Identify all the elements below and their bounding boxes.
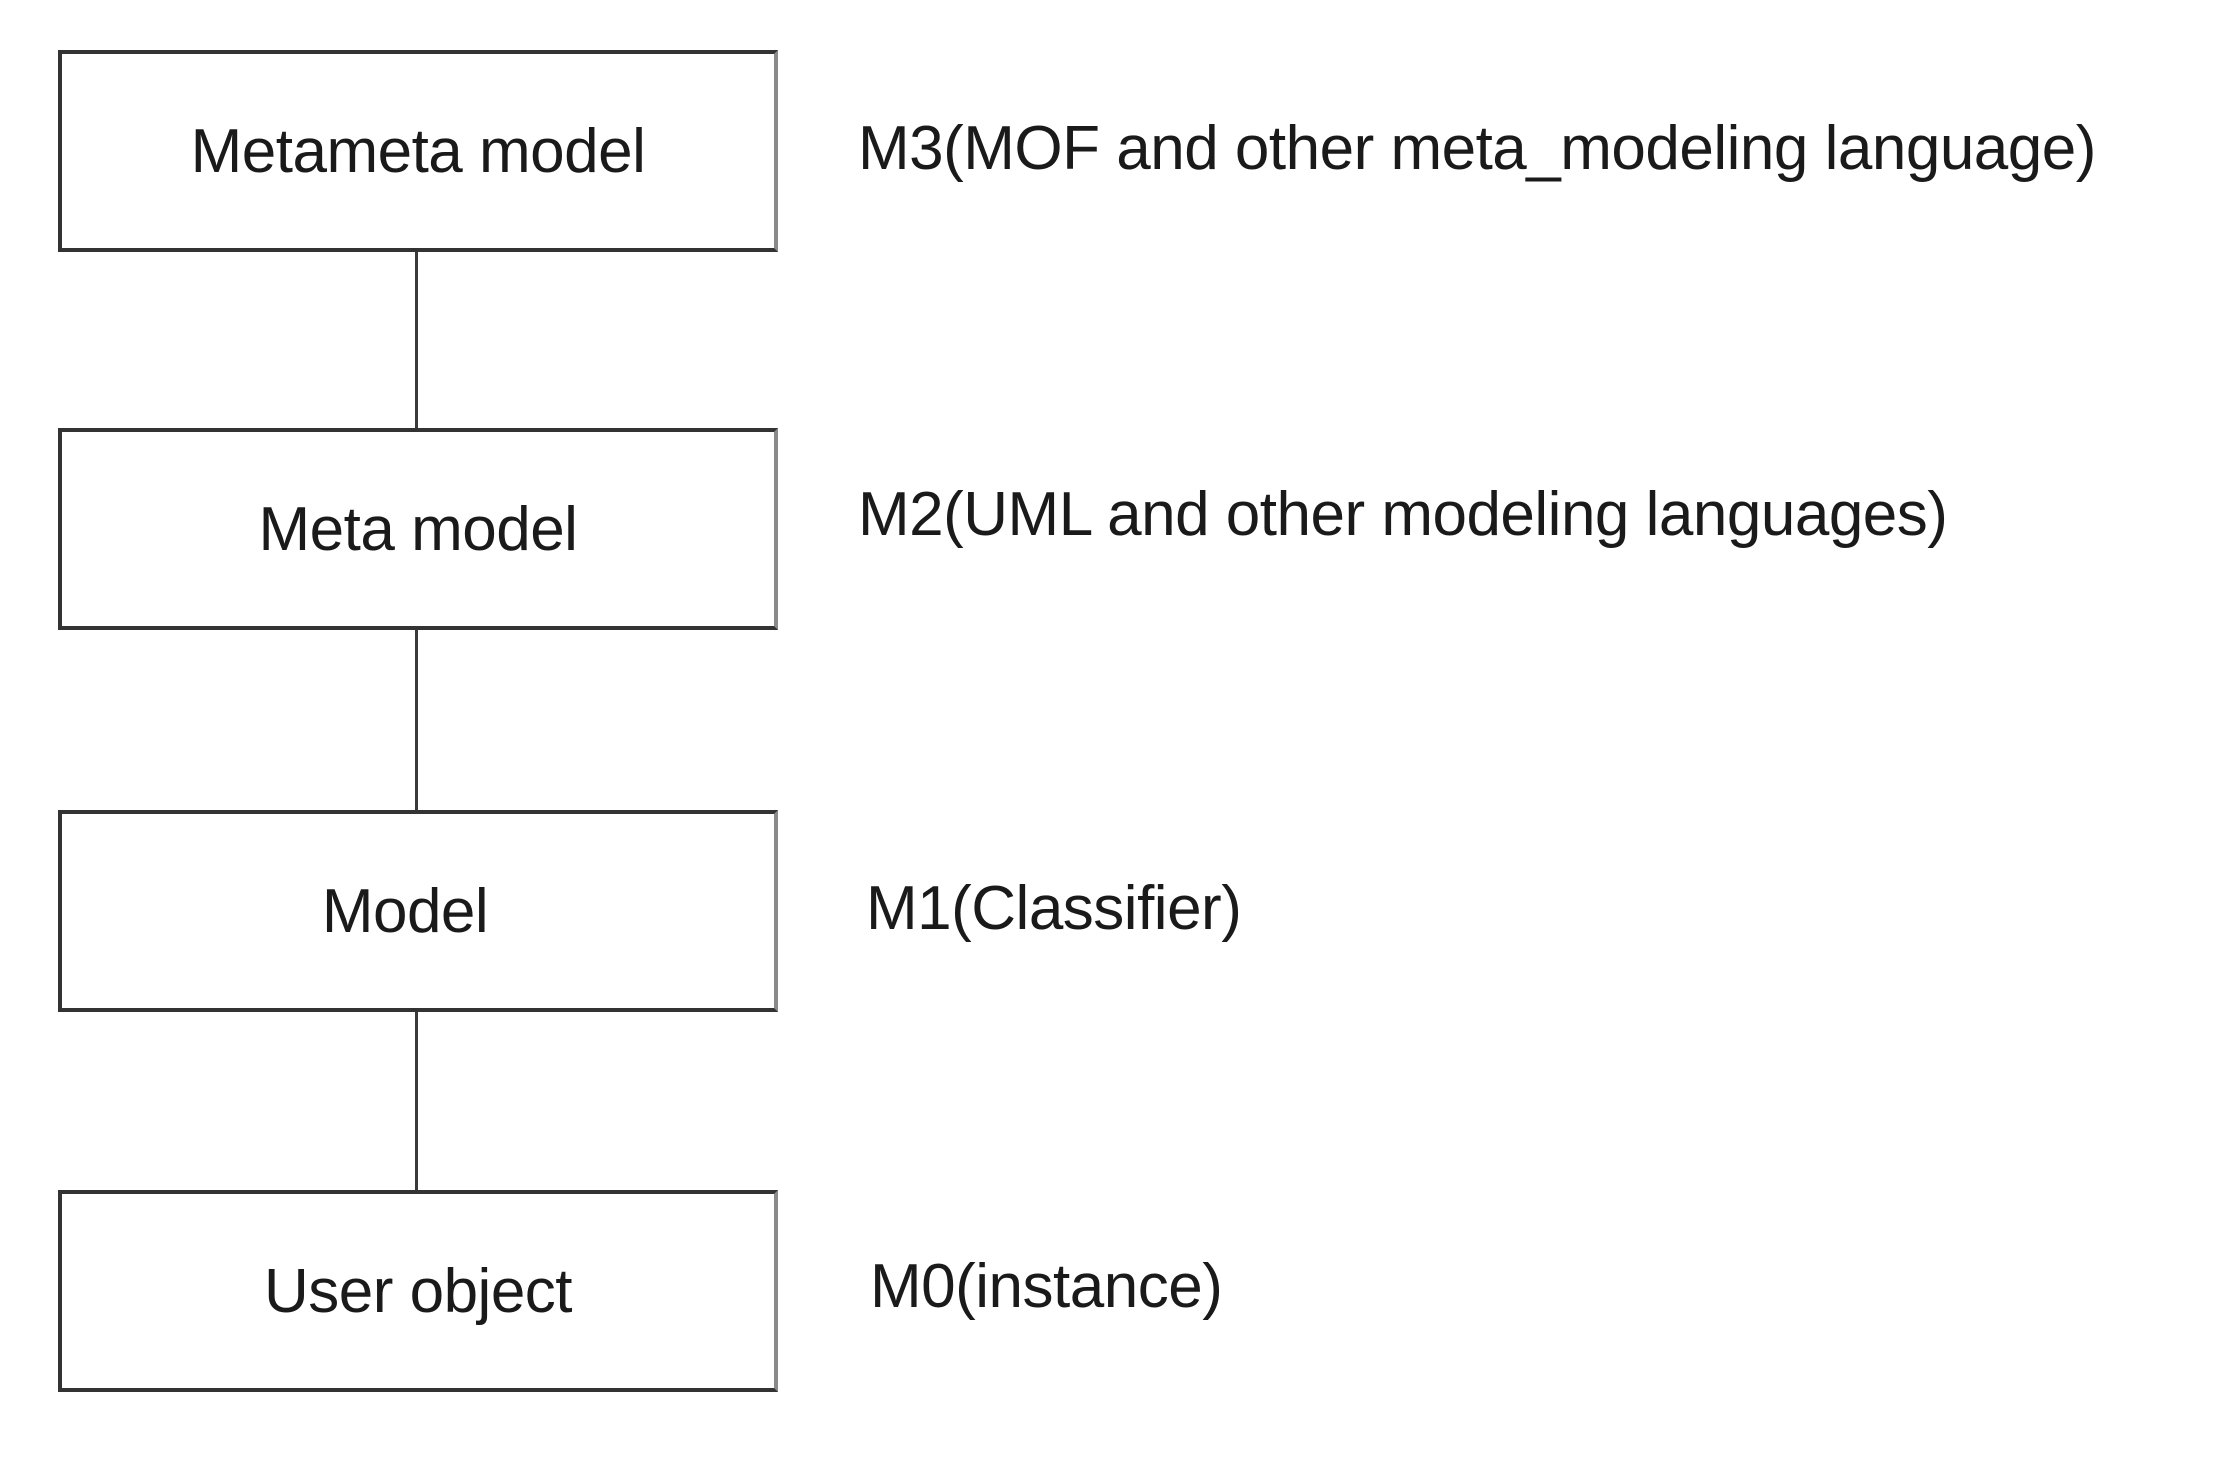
layer-box-m0: User object <box>58 1190 778 1392</box>
connector-m2-m1 <box>415 630 418 812</box>
box-label-m2: Meta model <box>258 494 578 564</box>
level-label-m3: M3(MOF and other meta_modeling language) <box>858 114 2096 183</box>
box-label-m1: Model <box>321 876 489 946</box>
level-label-m1: M1(Classifier) <box>866 874 1242 943</box>
box-label-m3: Metameta model <box>190 116 646 186</box>
layer-box-m3: Metameta model <box>58 50 778 252</box>
connector-m1-m0 <box>415 1012 418 1192</box>
layer-box-m2: Meta model <box>58 428 778 630</box>
connector-m3-m2 <box>415 252 418 430</box>
box-label-m0: User object <box>263 1256 573 1326</box>
layer-box-m1: Model <box>58 810 778 1012</box>
level-label-m2: M2(UML and other modeling languages) <box>858 480 1948 549</box>
level-label-m0: M0(instance) <box>870 1252 1223 1321</box>
